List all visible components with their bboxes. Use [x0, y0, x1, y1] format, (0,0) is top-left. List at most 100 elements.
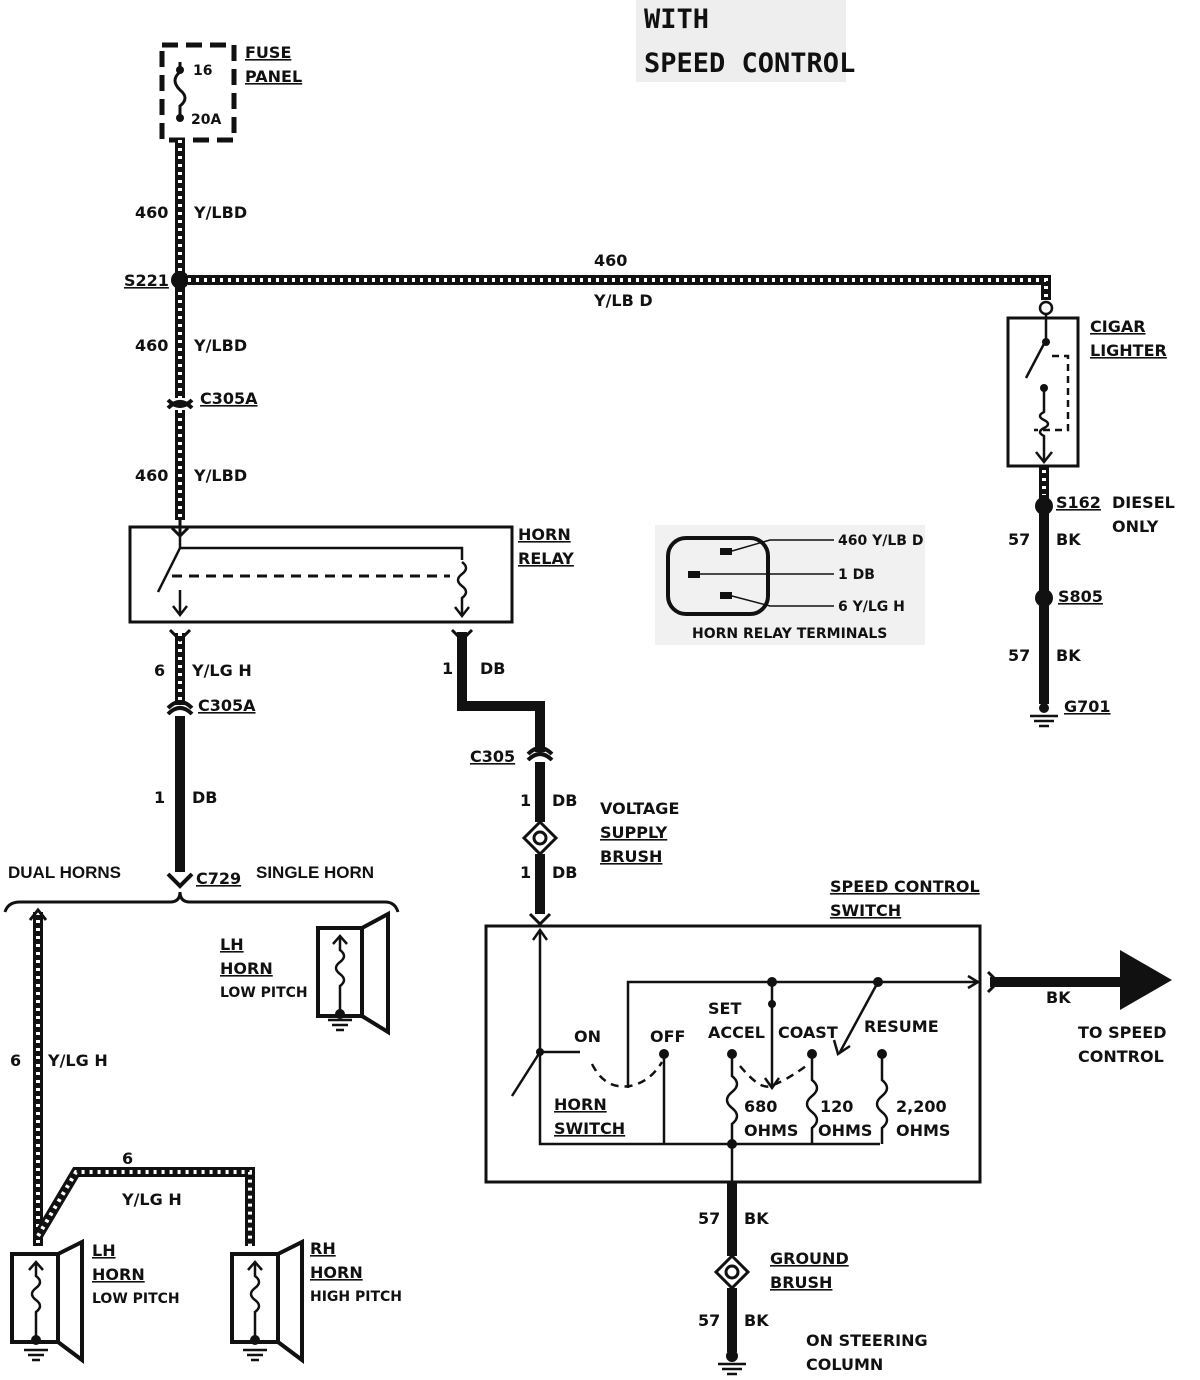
- relay-terminals-inset: 460 Y/LB D 1 DB 6 Y/LG H HORN RELAY TERM…: [655, 525, 925, 645]
- svg-text:DB: DB: [552, 791, 577, 810]
- svg-text:Y/LG H: Y/LG H: [191, 661, 252, 680]
- svg-text:460: 460: [135, 336, 168, 355]
- svg-text:Y/LBD: Y/LBD: [193, 203, 247, 222]
- svg-text:Y/LG H: Y/LG H: [47, 1051, 108, 1070]
- speed-control-switch: [484, 912, 982, 1184]
- svg-text:BK: BK: [744, 1311, 769, 1330]
- svg-text:2,200: 2,200: [896, 1097, 947, 1116]
- svg-text:6: 6: [154, 661, 165, 680]
- svg-text:S221: S221: [124, 271, 169, 290]
- svg-text:LOW PITCH: LOW PITCH: [92, 1291, 180, 1307]
- svg-text:460: 460: [135, 203, 168, 222]
- svg-text:SWITCH: SWITCH: [830, 901, 901, 920]
- svg-text:BRUSH: BRUSH: [770, 1273, 832, 1292]
- splice-s805: [1035, 589, 1053, 607]
- connector-c305a-bottom: [166, 700, 194, 716]
- svg-text:RH: RH: [310, 1239, 336, 1258]
- svg-text:TO SPEED: TO SPEED: [1078, 1023, 1166, 1042]
- svg-text:57: 57: [698, 1311, 720, 1330]
- svg-text:HORN: HORN: [220, 959, 273, 978]
- svg-text:ONLY: ONLY: [1112, 517, 1159, 536]
- svg-text:HORN: HORN: [518, 525, 571, 544]
- svg-text:RESUME: RESUME: [864, 1017, 939, 1036]
- single-horn-label: SINGLE HORN: [256, 863, 374, 882]
- title-shade: [636, 0, 846, 82]
- svg-text:HORN RELAY TERMINALS: HORN RELAY TERMINALS: [692, 626, 887, 642]
- svg-text:460: 460: [135, 466, 168, 485]
- voltage-supply-brush: [521, 819, 559, 857]
- svg-text:460 Y/LB D: 460 Y/LB D: [838, 533, 923, 549]
- svg-text:6: 6: [122, 1149, 133, 1168]
- svg-text:DIESEL: DIESEL: [1112, 493, 1175, 512]
- svg-text:HIGH PITCH: HIGH PITCH: [310, 1289, 402, 1305]
- svg-text:LH: LH: [220, 935, 244, 954]
- svg-text:1: 1: [520, 791, 531, 810]
- svg-text:Y/LBD: Y/LBD: [193, 336, 247, 355]
- svg-text:BK: BK: [1056, 530, 1081, 549]
- ground-symbol-g701: [1030, 703, 1058, 728]
- svg-text:SET: SET: [708, 999, 741, 1018]
- svg-text:BK: BK: [1056, 646, 1081, 665]
- svg-text:S805: S805: [1058, 587, 1103, 606]
- option-brace: [3, 891, 400, 913]
- fuse-rating: 20A: [191, 112, 221, 128]
- connector-c305a-top: [166, 398, 194, 410]
- wire-6-crossover: [33, 1167, 255, 1246]
- svg-text:COAST: COAST: [778, 1023, 838, 1042]
- svg-text:C305: C305: [470, 747, 515, 766]
- horn-relay: [128, 520, 514, 624]
- svg-text:DB: DB: [480, 659, 505, 678]
- svg-text:57: 57: [1008, 530, 1030, 549]
- svg-text:OHMS: OHMS: [896, 1121, 950, 1140]
- arrow-to-speed-control: [1120, 950, 1172, 1010]
- fuse-panel-label2: PANEL: [245, 67, 302, 86]
- svg-text:C729: C729: [196, 869, 241, 888]
- svg-text:ON STEERING: ON STEERING: [806, 1331, 928, 1350]
- svg-text:SWITCH: SWITCH: [554, 1119, 625, 1138]
- svg-text:SUPPLY: SUPPLY: [600, 823, 668, 842]
- svg-text:ON: ON: [574, 1027, 601, 1046]
- title-line1: WITH: [644, 4, 709, 35]
- svg-text:GROUND: GROUND: [770, 1249, 849, 1268]
- dual-horns-label: DUAL HORNS: [8, 863, 121, 882]
- svg-text:1 DB: 1 DB: [838, 567, 875, 583]
- svg-text:LH: LH: [92, 1241, 116, 1260]
- single-horn: [316, 910, 390, 1036]
- fuse-panel: 16 20A: [159, 42, 237, 143]
- svg-text:VOLTAGE: VOLTAGE: [600, 799, 679, 818]
- svg-text:6: 6: [10, 1051, 21, 1070]
- svg-text:SPEED CONTROL: SPEED CONTROL: [830, 877, 980, 896]
- ground-symbol-steering: [718, 1350, 746, 1376]
- svg-text:BK: BK: [744, 1209, 769, 1228]
- splice-s221: [171, 271, 189, 289]
- svg-text:OHMS: OHMS: [818, 1121, 872, 1140]
- wire-1-db-relay: [457, 632, 545, 752]
- svg-text:ACCEL: ACCEL: [708, 1023, 765, 1042]
- svg-text:460: 460: [594, 251, 627, 270]
- svg-text:CIGAR: CIGAR: [1090, 317, 1146, 336]
- svg-text:Y/LBD: Y/LBD: [193, 466, 247, 485]
- svg-text:HORN: HORN: [554, 1095, 607, 1114]
- svg-text:120: 120: [820, 1097, 853, 1116]
- svg-text:1: 1: [154, 788, 165, 807]
- svg-text:BRUSH: BRUSH: [600, 847, 662, 866]
- svg-text:COLUMN: COLUMN: [806, 1355, 883, 1374]
- cigar-lighter: [1006, 300, 1080, 468]
- lh-horn: [10, 1238, 84, 1364]
- svg-text:OHMS: OHMS: [744, 1121, 798, 1140]
- svg-text:680: 680: [744, 1097, 777, 1116]
- connector-c729: [166, 872, 194, 889]
- svg-text:LOW PITCH: LOW PITCH: [220, 985, 308, 1001]
- svg-text:DB: DB: [192, 788, 217, 807]
- fuse-panel-label1: FUSE: [245, 43, 291, 62]
- svg-text:1: 1: [520, 863, 531, 882]
- svg-text:CONTROL: CONTROL: [1078, 1047, 1164, 1066]
- svg-text:LIGHTER: LIGHTER: [1090, 341, 1167, 360]
- fuse-number: 16: [193, 63, 212, 79]
- rh-horn: [230, 1238, 304, 1364]
- svg-text:RELAY: RELAY: [518, 549, 574, 568]
- svg-text:C305A: C305A: [198, 696, 256, 715]
- svg-text:HORN: HORN: [310, 1263, 363, 1282]
- svg-text:DB: DB: [552, 863, 577, 882]
